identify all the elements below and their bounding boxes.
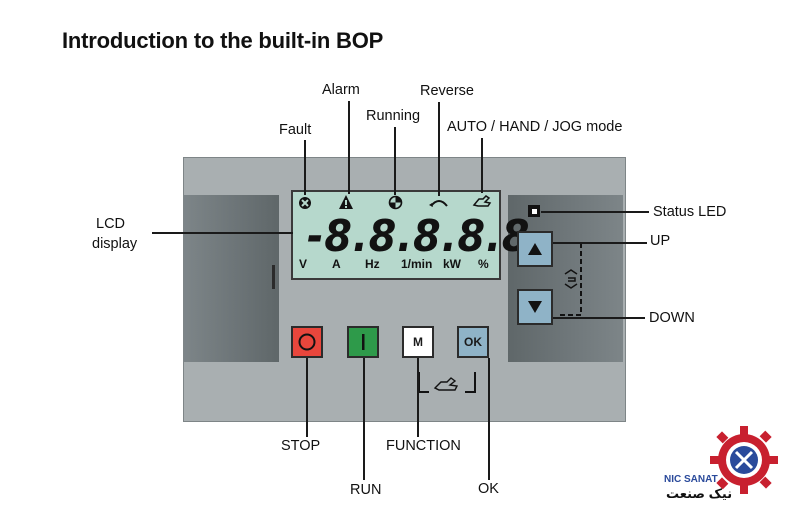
mode-label: AUTO / HAND / JOG mode bbox=[447, 119, 623, 135]
lcd-label-line2: display bbox=[92, 236, 138, 252]
ok-label: OK bbox=[478, 481, 499, 497]
unit-a: A bbox=[332, 257, 341, 271]
stop-circle-icon bbox=[298, 333, 316, 351]
alarm-icon bbox=[339, 195, 353, 209]
status-led-label: Status LED bbox=[653, 204, 727, 220]
hand-mode-icon bbox=[472, 195, 492, 207]
unit-percent: % bbox=[478, 257, 489, 271]
up-arrow-icon bbox=[528, 243, 542, 255]
reverse-label: Reverse bbox=[420, 83, 474, 99]
reverse-icon bbox=[429, 200, 448, 207]
run-button[interactable] bbox=[347, 326, 379, 358]
up-button[interactable] bbox=[517, 231, 553, 267]
unit-hz: Hz bbox=[365, 257, 380, 271]
function-label: FUNCTION bbox=[386, 438, 461, 454]
down-arrow-icon bbox=[528, 301, 542, 313]
right-bezel bbox=[508, 195, 623, 362]
down-button[interactable] bbox=[517, 289, 553, 325]
m-button-label: M bbox=[413, 335, 423, 349]
stop-button[interactable] bbox=[291, 326, 323, 358]
page-title: Introduction to the built-in BOP bbox=[62, 28, 384, 53]
hand-bracket bbox=[418, 372, 476, 393]
unit-v: V bbox=[299, 257, 308, 271]
running-icon bbox=[388, 195, 403, 210]
left-bezel bbox=[184, 195, 279, 362]
run-bar-icon bbox=[362, 334, 365, 350]
bezel-mark bbox=[272, 265, 275, 289]
status-led bbox=[528, 205, 540, 217]
fault-label: Fault bbox=[279, 122, 312, 138]
lcd-readout: -8.8.8.8.8 bbox=[307, 211, 531, 262]
stop-label: STOP bbox=[281, 438, 321, 454]
down-label: DOWN bbox=[649, 310, 695, 326]
unit-rpm: 1/min bbox=[401, 257, 433, 271]
up-label: UP bbox=[650, 233, 671, 249]
unit-kw: kW bbox=[443, 257, 461, 271]
lcd-display bbox=[291, 190, 501, 280]
ok-button-label: OK bbox=[464, 335, 482, 349]
alarm-label: Alarm bbox=[322, 82, 360, 98]
ok-button[interactable]: OK bbox=[457, 326, 489, 358]
logo-latin-text: NIC SANAT bbox=[664, 474, 718, 485]
lcd-label-line1: LCD bbox=[96, 216, 126, 232]
hand-jog-icon bbox=[564, 269, 578, 289]
function-button[interactable]: M bbox=[402, 326, 434, 358]
fault-icon bbox=[299, 197, 311, 209]
run-label: RUN bbox=[350, 482, 382, 498]
logo-persian-text: نیک صنعت bbox=[666, 486, 733, 501]
running-label: Running bbox=[366, 108, 421, 124]
nic-sanat-logo bbox=[710, 426, 778, 494]
